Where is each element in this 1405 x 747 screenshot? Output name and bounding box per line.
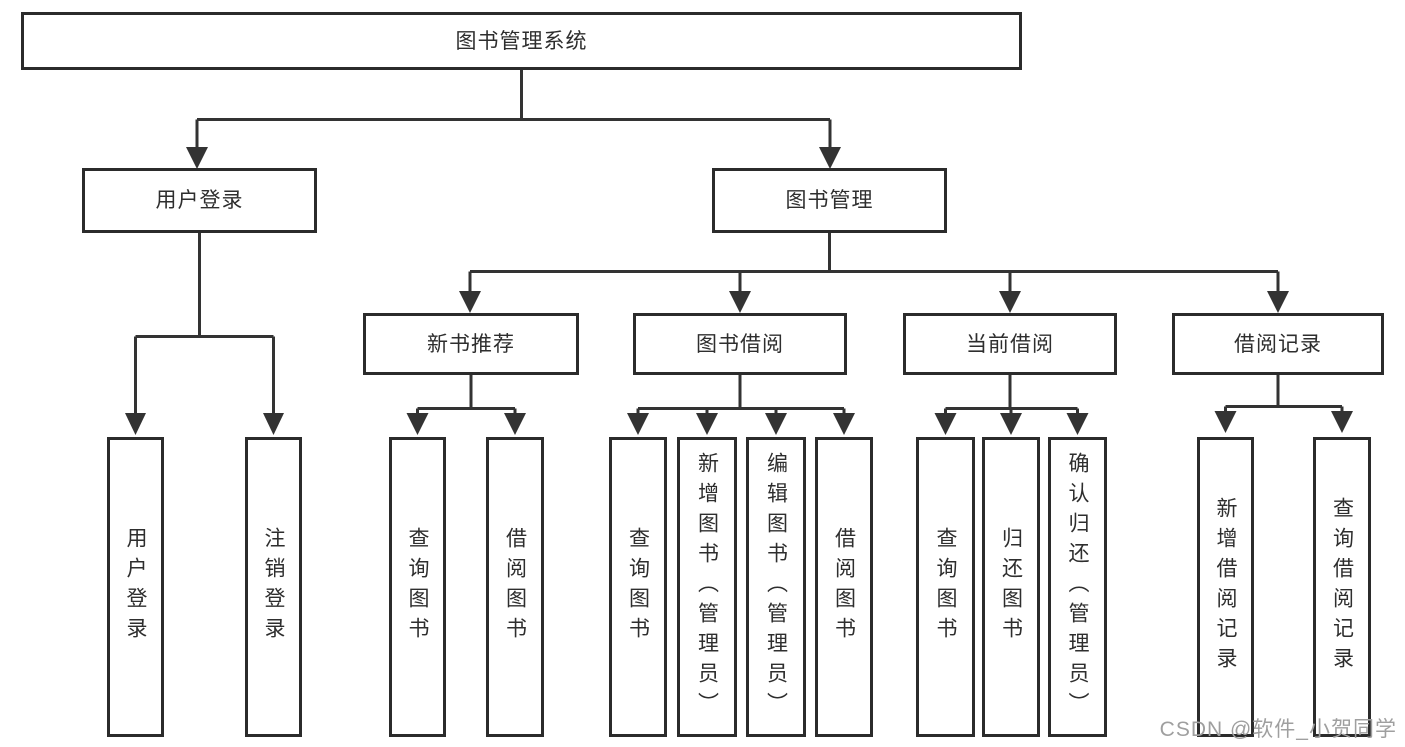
- arrowhead-down: [186, 147, 208, 169]
- connector-book-mgmt-to-level3: [459, 233, 1289, 313]
- connector-book-borrow-to-leaves: [627, 375, 855, 435]
- arrowhead-down: [934, 413, 957, 435]
- node-library-management-system: 图书管理系统: [21, 12, 1022, 70]
- connector-new-book-to-leaves: [406, 375, 526, 435]
- arrowhead-down: [833, 413, 855, 435]
- leaf-add-books-admin: 新增图书（管理员）: [677, 437, 737, 737]
- arrowhead-down: [1066, 413, 1089, 435]
- arrowhead-down: [627, 413, 649, 435]
- node-current-borrowing: 当前借阅: [903, 313, 1117, 375]
- connector-current-borrow-to-leaves: [934, 375, 1089, 435]
- arrowhead-down: [696, 413, 718, 435]
- leaf-logout: 注销登录: [245, 437, 302, 737]
- node-book-borrowing: 图书借阅: [633, 313, 847, 375]
- arrowhead-down: [406, 413, 429, 435]
- leaf-add-borrow-record: 新增借阅记录: [1197, 437, 1254, 737]
- connector-user-login-to-leaves: [125, 233, 284, 435]
- arrowhead-down: [459, 291, 481, 313]
- connector-root-to-level2: [186, 69, 841, 169]
- node-borrowing-records: 借阅记录: [1172, 313, 1384, 375]
- node-book-management-branch: 图书管理: [712, 168, 947, 233]
- leaf-confirm-return-admin: 确认归还（管理员）: [1048, 437, 1107, 737]
- arrowhead-down: [1331, 411, 1353, 433]
- leaf-query-books-recommend: 查询图书: [389, 437, 446, 737]
- arrowhead-down: [504, 413, 526, 435]
- leaf-query-books-borrowing: 查询图书: [609, 437, 667, 737]
- arrowhead-down: [1000, 413, 1022, 435]
- leaf-borrow-books: 借阅图书: [815, 437, 873, 737]
- arrowhead-down: [125, 413, 146, 435]
- arrowhead-down: [999, 291, 1021, 313]
- connector-borrow-records-to-leaves: [1214, 375, 1353, 433]
- arrowhead-down: [819, 147, 841, 169]
- csdn-watermark: CSDN @软件_小贺同学: [1159, 718, 1397, 741]
- leaf-return-books: 归还图书: [982, 437, 1040, 737]
- leaf-borrow-books-recommend: 借阅图书: [486, 437, 544, 737]
- arrowhead-down: [765, 413, 787, 435]
- leaf-query-borrow-record: 查询借阅记录: [1313, 437, 1371, 737]
- arrowhead-down: [1267, 291, 1289, 313]
- leaf-user-login: 用户登录: [107, 437, 164, 737]
- arrowhead-down: [1214, 411, 1237, 433]
- node-new-book-recommendation: 新书推荐: [363, 313, 579, 375]
- leaf-query-books-current: 查询图书: [916, 437, 975, 737]
- node-user-login-branch: 用户登录: [82, 168, 317, 233]
- leaf-edit-books-admin: 编辑图书（管理员）: [746, 437, 806, 737]
- arrowhead-down: [263, 413, 284, 435]
- arrowhead-down: [729, 291, 751, 313]
